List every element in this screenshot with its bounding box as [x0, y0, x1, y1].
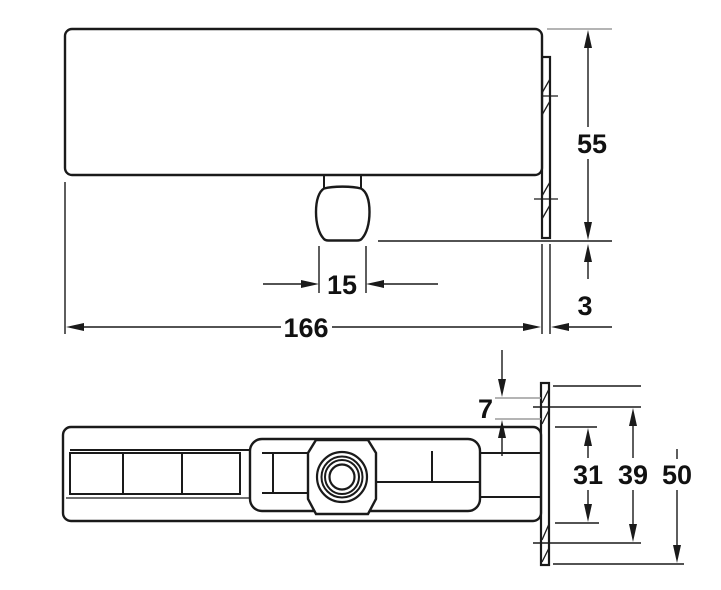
dimension-pin-diameter: 15	[263, 246, 438, 300]
dimension-body-length: 166	[64, 182, 541, 343]
front-elevation-view: 55 15 166	[63, 27, 612, 343]
pivot-pin	[314, 175, 371, 242]
dim-label-15: 15	[327, 270, 357, 300]
plate-break-marks-bottom	[534, 181, 558, 220]
dimension-overall-height: 55	[577, 30, 607, 240]
fitting-body-front	[63, 27, 544, 177]
dim-label-166: 166	[283, 313, 328, 343]
pivot-insert	[306, 438, 378, 516]
dimension-axis-offset: 7	[478, 350, 541, 456]
dim-label-3: 3	[577, 291, 592, 321]
dim-label-39: 39	[618, 460, 648, 490]
plan-view: 7 31 39	[61, 350, 692, 567]
plate-break-marks-plan-bottom	[541, 523, 550, 563]
cap-inner-left	[262, 452, 308, 494]
dim-label-7: 7	[478, 394, 493, 424]
plan-extension-lines	[533, 385, 684, 565]
floor-reference-arrow	[584, 244, 592, 279]
dimension-cover-depth: 39	[618, 408, 648, 542]
dimension-plate-thickness: 3	[541, 244, 612, 334]
dim-label-55: 55	[577, 129, 607, 159]
dimension-clamp-depth: 31	[573, 428, 603, 522]
plate-break-marks-plan-top	[541, 388, 550, 425]
glass-clamp-section	[66, 449, 252, 499]
dimension-plate-depth: 50	[662, 449, 692, 563]
dim-label-50: 50	[662, 460, 692, 490]
dim-label-31: 31	[573, 460, 603, 490]
cap-inner-right	[376, 451, 541, 498]
